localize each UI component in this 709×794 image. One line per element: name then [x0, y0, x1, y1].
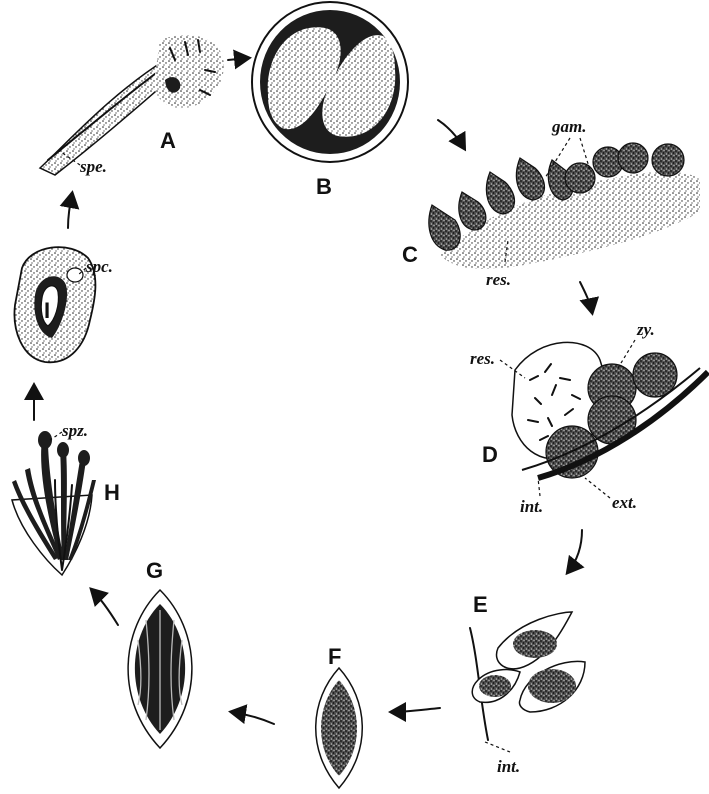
arrow-b-to-c	[438, 120, 464, 148]
label-gam: gam.	[551, 117, 586, 136]
stage-i-figure	[14, 247, 95, 362]
arrow-i-to-a	[68, 194, 72, 228]
stage-g-figure	[128, 590, 192, 748]
stage-f-figure	[316, 668, 363, 788]
stage-b-figure	[252, 2, 408, 162]
stage-label-g: G	[146, 558, 163, 583]
spz-leader	[50, 432, 62, 440]
int-e-leader	[485, 742, 510, 752]
arrow-d-to-e	[568, 530, 582, 572]
stage-label-c: C	[402, 242, 418, 267]
label-spe: spe.	[79, 157, 107, 176]
stage-label-e: E	[473, 592, 488, 617]
stage-h-figure	[12, 431, 96, 575]
label-res-d: res.	[470, 349, 495, 368]
label-int-d: int.	[520, 497, 543, 516]
stage-label-h: H	[104, 480, 120, 505]
stage-a-figure	[40, 35, 224, 175]
arrow-a-to-b	[228, 58, 248, 60]
label-spc: spc.	[85, 257, 113, 276]
label-spz: spz.	[61, 421, 88, 440]
label-ext: ext.	[612, 493, 637, 512]
stage-c-figure	[429, 143, 700, 269]
stage-e-figure	[470, 612, 585, 740]
label-int-e: int.	[497, 757, 520, 776]
arrow-g-to-h	[92, 590, 118, 625]
ext-leader	[585, 478, 610, 498]
label-zy: zy.	[636, 320, 655, 339]
arrow-f-to-g	[232, 712, 274, 724]
arrow-e-to-f	[392, 708, 440, 712]
label-res-c: res.	[486, 270, 511, 289]
zy-leader	[618, 340, 635, 368]
stage-label-d: D	[482, 442, 498, 467]
stage-label-b: B	[316, 174, 332, 199]
stage-d-figure	[512, 342, 708, 478]
arrow-c-to-d	[580, 282, 592, 312]
stage-label-a: A	[160, 128, 176, 153]
stage-label-i: I	[44, 298, 50, 323]
stage-label-f: F	[328, 644, 341, 669]
